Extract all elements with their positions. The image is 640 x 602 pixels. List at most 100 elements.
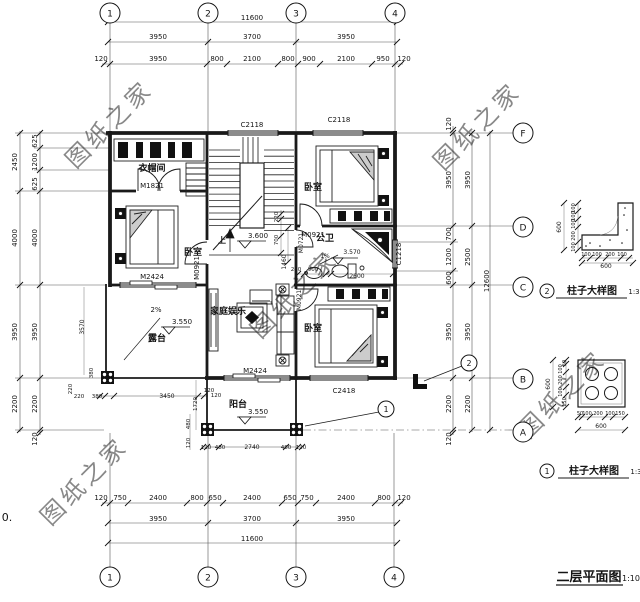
- dim-label: 100: [558, 387, 564, 397]
- door-M2424-balcony: [223, 375, 291, 381]
- window-C2418: [309, 375, 369, 381]
- dim-label: 800: [210, 55, 223, 63]
- bed-bottom-right: [314, 304, 388, 368]
- dim-label: 100: [571, 219, 577, 229]
- axis-bubble-col4-top: 4: [384, 2, 406, 24]
- axis-bubble-label: C: [520, 283, 526, 293]
- axis-bubble-label: 3: [293, 573, 299, 583]
- room-label-balcony: 阳台: [229, 398, 247, 410]
- dim-label: 3950: [149, 33, 167, 41]
- dim-label: 650: [208, 494, 221, 502]
- door-M0921-bedroom-left: [184, 241, 208, 265]
- dim-label: 240: [291, 267, 302, 273]
- labels-layer: 柱子大样图 1:3 柱子大样图 1:3 二层平面图 1:10: [556, 284, 640, 585]
- room-label-bedroom-left: 卧室: [184, 246, 202, 258]
- axis-bubble-col3-bottom: 3: [285, 566, 307, 588]
- axis-bubble-row-C: C: [512, 276, 534, 298]
- window-C2118-stair: [227, 130, 279, 136]
- axis-bubble-col1-bottom: 1: [99, 566, 121, 588]
- column-balcony-left: [201, 423, 214, 436]
- leader-detail-1: [304, 411, 380, 427]
- dim-label: 100: [571, 203, 577, 213]
- door-tag: M0721: [298, 233, 305, 254]
- door-tag: M0921: [301, 231, 325, 239]
- axis-bubble-label: 3: [293, 9, 299, 19]
- columns-layer: [101, 371, 427, 436]
- sink: [304, 267, 323, 279]
- detail-2-scale: 1:3: [628, 288, 639, 296]
- dim-label: 220: [68, 383, 74, 394]
- dim-label: 120: [445, 432, 453, 445]
- detail-title-bubble-2: 2: [539, 283, 555, 299]
- dim-label: 2100: [337, 55, 355, 63]
- axis-bubble-col3-top: 3: [285, 2, 307, 24]
- door-M0921-bedroom-bottom-right: [295, 288, 319, 312]
- dim-label: 120: [397, 55, 410, 63]
- dim-label: 600: [545, 378, 552, 390]
- room-label-terrace: 露台: [148, 332, 166, 344]
- dim-label: 2450: [11, 153, 19, 171]
- dim-label: 120: [94, 494, 107, 502]
- dim-label: 3950: [31, 323, 39, 341]
- dim-label: 100: [581, 252, 591, 258]
- tick-marks: [16, 18, 637, 547]
- floor-drain: [359, 265, 365, 271]
- coffee-table: [236, 302, 268, 333]
- dim-label: 4000: [31, 229, 39, 247]
- dim-label: 12600: [483, 270, 491, 292]
- drawing-scale: 1:10: [622, 574, 640, 583]
- cut-off-text: 0.: [2, 511, 13, 524]
- dim-label: 11600: [241, 535, 263, 543]
- door-tag: M0921: [193, 256, 201, 280]
- dim-label: 900: [302, 55, 315, 63]
- dim-label: 120: [445, 117, 453, 130]
- shower-pan: [365, 232, 389, 255]
- sofa: [276, 295, 295, 355]
- bed-left: [115, 205, 179, 269]
- elevation-label: 3.600: [248, 232, 268, 240]
- window-C2118-bedroom: [312, 130, 364, 136]
- dim-label: 3700: [243, 515, 261, 523]
- dim-label: 950: [376, 55, 389, 63]
- elevation-label: 3.550: [248, 408, 268, 416]
- dim-label: 3950: [464, 323, 472, 341]
- door-tag: M2424: [243, 367, 267, 375]
- axis-bubble-row-F: F: [512, 122, 534, 144]
- axis-bubble-label: D: [520, 223, 527, 233]
- detail-marker-1: 1: [377, 400, 395, 418]
- dim-label: 3950: [149, 515, 167, 523]
- door-tag: M0921: [296, 290, 303, 311]
- dim-label: 480: [281, 445, 292, 451]
- dim-label: 700: [445, 227, 453, 240]
- dim-label: 120: [94, 55, 107, 63]
- dim-label: 2400: [337, 494, 355, 502]
- dim-label: 750: [300, 494, 313, 502]
- dim-label: 700: [274, 234, 280, 245]
- room-label-family-room: 家庭娱乐: [210, 305, 246, 317]
- axis-bubble-row-A: A: [512, 421, 534, 443]
- window-tag: C2118: [328, 116, 351, 124]
- door-tag: M1821: [140, 182, 164, 190]
- dim-label: 3950: [149, 55, 167, 63]
- dim-label: 2200: [11, 395, 19, 413]
- dim-label: 220: [74, 394, 85, 400]
- column-terrace: [101, 371, 114, 384]
- elevation-markers: [123, 240, 463, 427]
- axis-bubble-label: 1: [107, 9, 113, 19]
- dim-label: 200: [571, 231, 577, 241]
- axis-bubble-label: 4: [391, 573, 397, 583]
- window-C1218: [392, 239, 398, 269]
- axis-bubble-col1-top: 1: [99, 2, 121, 24]
- slope-label: 1%: [320, 253, 330, 260]
- dim-label: 200: [605, 252, 615, 258]
- dim-label: 100: [571, 242, 577, 252]
- dim-label: 1200: [31, 153, 39, 171]
- dim-label: 600: [556, 221, 563, 233]
- detail-title-bubble-1: 1: [539, 463, 555, 479]
- dim-label: 800: [190, 494, 203, 502]
- detail-1-scale: 1:3: [630, 468, 640, 476]
- dim-label: 2200: [31, 395, 39, 413]
- dim-label: 2100: [243, 55, 261, 63]
- axis-bubble-col2-bottom: 2: [197, 566, 219, 588]
